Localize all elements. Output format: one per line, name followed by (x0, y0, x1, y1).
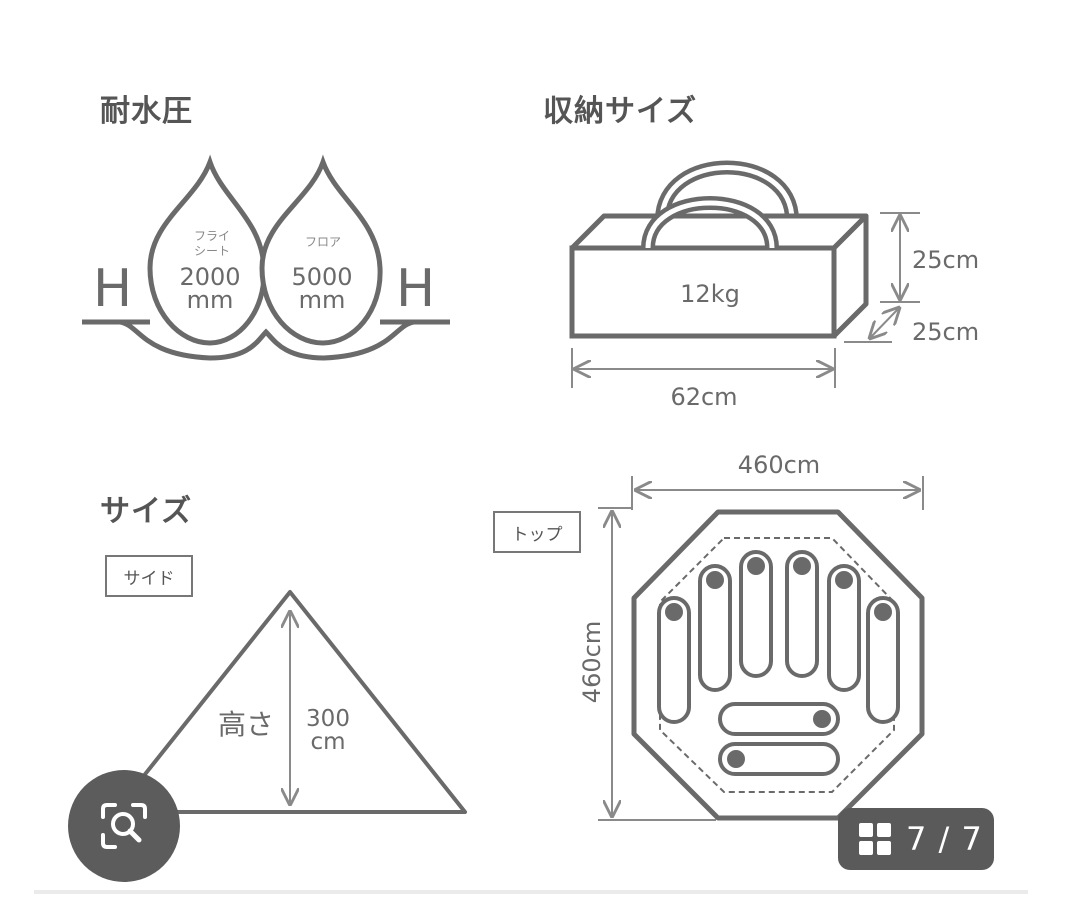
bottom-divider (34, 890, 1028, 894)
image-counter-text: 7 / 7 (906, 820, 983, 858)
height-unit: cm (310, 729, 345, 755)
sleeping-bag-6 (866, 596, 900, 724)
storage-bag-diagram: 12kg 25cm 25cm 62cm (569, 160, 979, 411)
top-view-tag: トップ (493, 511, 581, 553)
top-view-diagram: 460cm 460cm (578, 451, 925, 821)
sleeping-bag-5 (827, 564, 861, 692)
fly-value: 2000 (179, 263, 240, 291)
sleeping-bags (657, 550, 900, 776)
waterproof-title: 耐水圧 (100, 94, 193, 129)
top-width-label: 460cm (738, 451, 820, 479)
basin-curve (119, 319, 415, 361)
image-search-button[interactable] (68, 770, 180, 882)
bag-handle-front-inner (645, 200, 775, 249)
bag-handle-back-inner (659, 165, 795, 221)
height-label: 高さ (218, 708, 274, 741)
h-letter-left: H (93, 259, 132, 319)
side-view-diagram: 高さ 300 cm (113, 590, 467, 814)
side-view-tag: サイド (105, 555, 193, 597)
top-depth-label: 460cm (578, 621, 606, 703)
waterproof-diagram: H H フライ シート 2000 mm フロア 5000 mm (82, 154, 450, 361)
fly-unit: mm (187, 286, 234, 314)
floor-label: フロア (305, 235, 341, 249)
h-letter-right: H (396, 259, 435, 319)
bag-width-label: 62cm (670, 383, 737, 411)
sleeping-bag-2 (698, 564, 732, 692)
image-counter[interactable]: 7 / 7 (838, 808, 994, 870)
floor-unit: mm (299, 286, 346, 314)
bag-weight: 12kg (680, 280, 740, 308)
bag-front-face (569, 245, 837, 339)
sleeping-bag-4 (785, 550, 819, 678)
depth-dim-line (870, 308, 899, 338)
sleeping-bag-8 (718, 742, 840, 776)
floor-drop-shape (259, 154, 383, 346)
image-search-icon (101, 803, 147, 849)
fly-drop-shape (147, 154, 267, 346)
sleeping-bag-7 (718, 702, 840, 736)
size-title: サイズ (100, 494, 193, 529)
floor-value: 5000 (291, 263, 352, 291)
grid-icon (859, 823, 891, 855)
fly-label-line1: フライ (194, 229, 230, 243)
sleeping-bag-3 (739, 550, 773, 678)
storage-title: 収納サイズ (543, 94, 698, 129)
fly-label-line2: シート (194, 244, 230, 258)
sleeping-bag-1 (657, 596, 691, 724)
bag-depth-label: 25cm (912, 318, 979, 346)
bag-height-label: 25cm (912, 246, 979, 274)
bag-top-face (569, 213, 869, 251)
height-value: 300 (306, 706, 350, 732)
